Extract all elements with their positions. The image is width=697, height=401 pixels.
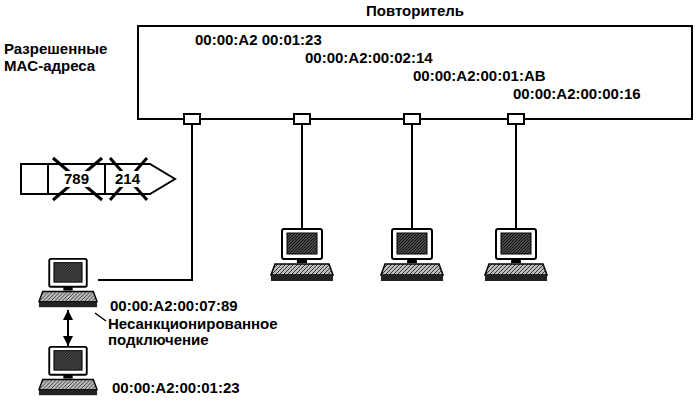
frame-field: 214 — [113, 171, 142, 187]
repeater-box: Повторитель00:00:A2 00:01:2300:00:A2:00:… — [137, 25, 693, 120]
frame-arrow: 789 214 — [20, 163, 176, 195]
mac-address: 00:00:A2:00:01:AB — [413, 68, 546, 84]
cable-connector — [98, 125, 192, 280]
port-box: 00:00:A2:00:00:16 — [507, 113, 525, 125]
computer-label: 00:00:A2:00:01:23 — [112, 380, 240, 396]
cable-connector — [67, 310, 69, 346]
caption-label: Разрешенные MAC-адреса — [4, 40, 132, 74]
intruder-computer: 00:00:A2:00:07:89Несанкционированное под… — [38, 258, 98, 310]
mac-address: 00:00:A2:00:00:16 — [513, 86, 641, 102]
workstation-icons — [271, 229, 547, 281]
port-cables — [302, 125, 516, 229]
computer-label: Несанкционированное подключение — [108, 316, 288, 348]
computer: 00:00:A2:00:01:23 — [38, 346, 98, 398]
frame-shape — [20, 163, 176, 195]
computer-icon — [38, 258, 98, 310]
frame-field: 789 — [62, 171, 91, 187]
device-title: Повторитель — [139, 3, 691, 19]
port-box: 00:00:A2:00:02:14 — [293, 113, 311, 125]
computer-icon — [38, 346, 98, 398]
computer-label: 00:00:A2:00:07:89 — [110, 298, 238, 314]
mac-address: 00:00:A2 00:01:23 — [195, 32, 322, 48]
port-box: 00:00:A2:00:01:AB — [403, 113, 421, 125]
port-box: 00:00:A2 00:01:23 — [183, 113, 201, 125]
mac-address: 00:00:A2:00:02:14 — [305, 50, 433, 66]
